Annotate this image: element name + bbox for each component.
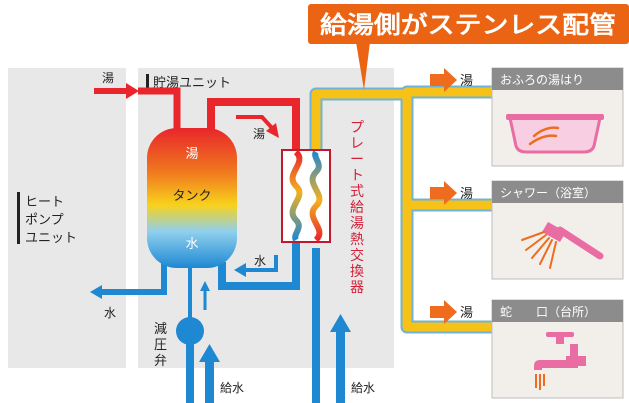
valve-label-line-1: 減 <box>154 321 167 337</box>
output-panel-shower: シャワー（浴室） <box>491 180 624 280</box>
hp-in-hot-label: 湯 <box>102 71 114 85</box>
hp-out-water-label: 水 <box>104 306 116 320</box>
cold-flow-indicator <box>244 255 278 272</box>
exchanger-label-char: プ <box>350 120 364 136</box>
valve-label-line-3: 弁 <box>154 354 167 369</box>
supply-right-label: 給水 <box>351 381 375 395</box>
heatpump-label-bar <box>17 192 20 244</box>
output-arrow-3: 湯 <box>430 300 473 324</box>
output-panel-faucet-header: 蛇 口（台所） <box>500 304 596 319</box>
exchanger-label-char: 給 <box>350 200 364 216</box>
heatpump-label-line-2: ポンプ <box>25 213 64 228</box>
output-arrow-2-label: 湯 <box>460 187 473 202</box>
banner-title: 給湯側がステンレス配管 <box>320 11 616 39</box>
supply-arrow-left-head <box>199 344 220 362</box>
cold-pipe-to-heatpump <box>98 262 167 295</box>
bathtub-icon <box>506 114 604 154</box>
exchanger-cold-coil <box>309 150 323 243</box>
output-panel-shower-header: シャワー（浴室） <box>500 185 596 200</box>
output-panel-bath-header: おふろの湯はり <box>500 73 584 87</box>
stainless-hot-pipe <box>311 87 492 332</box>
shower-icon <box>521 222 604 269</box>
exchanger-hot-coil <box>289 149 303 242</box>
hot-flow-arrowhead <box>266 123 279 138</box>
exchanger-label-char: 湯 <box>350 215 364 232</box>
output-arrow-2: 湯 <box>430 181 473 205</box>
supply-arrow-left-shaft <box>205 360 214 403</box>
hot-pipe-to-tank-top <box>138 87 181 132</box>
tank-label-name: タンク <box>172 189 211 204</box>
hot-flow-indicator <box>236 115 274 130</box>
heatpump-label-line-1: ヒート <box>25 195 64 210</box>
banner-box <box>308 4 629 44</box>
exchanger-label-char: 換 <box>350 264 364 280</box>
output-arrow-3-shape <box>430 300 457 324</box>
faucet-icon <box>534 332 586 390</box>
output-arrow-2-shape <box>430 181 457 205</box>
cold-out-arrowhead <box>90 285 102 299</box>
storage-tank <box>147 128 237 268</box>
hx-to-tank-water-label: 水 <box>254 254 266 268</box>
valve-flow-arrowhead <box>200 281 210 291</box>
output-panel-bath: おふろの湯はり <box>491 67 624 167</box>
output-arrow-1-label: 湯 <box>460 74 473 89</box>
storage-unit-label: 貯湯ユニット <box>153 76 231 91</box>
storage-label-bar <box>146 74 149 89</box>
heatpump-label-line-3: ユニット <box>25 231 77 246</box>
exchanger-label-char: 器 <box>350 280 364 296</box>
valve-label-line-2: 圧 <box>154 338 167 353</box>
supply-arrow-right-head <box>330 314 351 332</box>
banner-pointer <box>356 42 370 90</box>
plate-heat-exchanger <box>281 149 331 243</box>
output-arrow-3-label: 湯 <box>460 306 473 321</box>
exchanger-label-char: レ <box>350 136 364 152</box>
exchanger-label-char: ト <box>350 168 364 184</box>
exchanger-label-char: ー <box>350 152 364 168</box>
tank-to-hx-hot-label: 湯 <box>253 127 265 141</box>
hot-pipe-to-exchanger <box>207 98 300 162</box>
hp-hot-inlet-pipe <box>94 88 130 94</box>
tank-label-hot: 湯 <box>185 147 198 162</box>
exchanger-label-char: 式 <box>350 184 364 200</box>
supply-left-label: 給水 <box>220 381 244 395</box>
cold-pipe-from-exchanger <box>218 238 300 290</box>
cold-flow-arrowhead <box>234 263 246 277</box>
heatpump-unit-box <box>8 68 126 368</box>
hp-hot-inlet-arrow <box>126 83 139 99</box>
exchanger-label-char: 交 <box>350 247 364 264</box>
supply-arrow-right-shaft <box>336 330 345 403</box>
output-arrow-1-shape <box>430 68 457 92</box>
exchanger-label-char: 熱 <box>350 232 364 248</box>
pressure-reducing-valve <box>176 317 204 345</box>
tank-label-cold: 水 <box>185 237 198 252</box>
output-panel-faucet: 蛇 口（台所） <box>491 299 624 399</box>
output-arrow-1: 湯 <box>430 68 473 92</box>
